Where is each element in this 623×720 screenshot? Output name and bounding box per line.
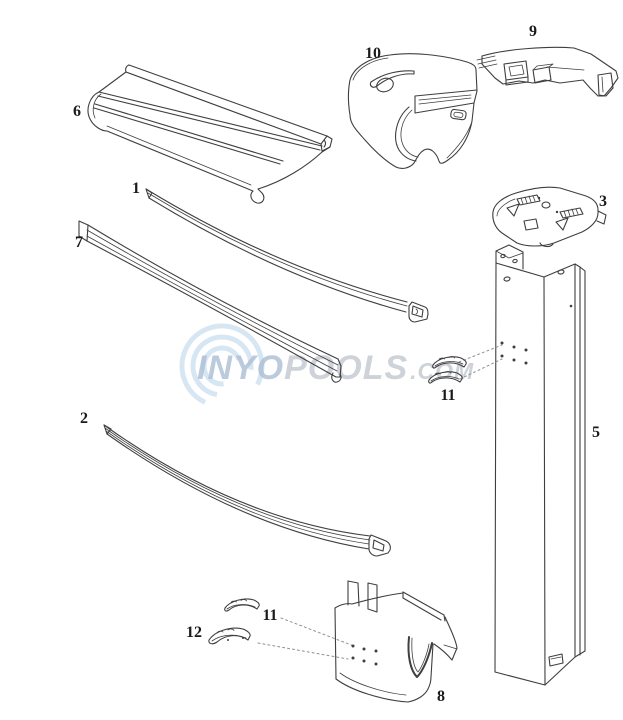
part-label-9: 9 bbox=[529, 23, 537, 40]
part-label-11-lower: 11 bbox=[262, 607, 278, 624]
watermark-swirl-logo-icon bbox=[179, 323, 265, 409]
part-1-top-rail-drawing bbox=[145, 188, 429, 323]
part-11-clips-upper-drawing bbox=[428, 344, 503, 384]
part-9-latch-plate-drawing bbox=[476, 46, 619, 97]
part-10-top-cap-drawing bbox=[347, 53, 478, 169]
part-label-1: 1 bbox=[132, 180, 140, 197]
watermark-brand-primary: INYO bbox=[197, 349, 285, 387]
part-label-11-upper: 11 bbox=[440, 387, 456, 404]
part-label-12: 12 bbox=[186, 624, 202, 641]
part-2-bottom-rail-drawing bbox=[103, 424, 391, 557]
part-label-5: 5 bbox=[592, 424, 600, 441]
part-label-8: 8 bbox=[437, 688, 445, 705]
part-label-3: 3 bbox=[599, 193, 607, 210]
part-3-top-plate-drawing bbox=[492, 186, 607, 248]
part-11-12-clips-lower-drawing bbox=[208, 598, 355, 660]
part-label-6: 6 bbox=[73, 103, 81, 120]
part-6-top-ledge-drawing bbox=[87, 64, 333, 204]
part-label-7: 7 bbox=[75, 234, 83, 251]
watermark-brand-secondary: POOLS bbox=[284, 349, 409, 387]
part-label-10: 10 bbox=[365, 45, 381, 62]
part-label-2: 2 bbox=[80, 410, 88, 427]
part-8-bottom-boot-drawing bbox=[334, 580, 458, 703]
watermark-tld: .COM bbox=[410, 358, 475, 384]
part-7-straight-rail-drawing bbox=[78, 220, 342, 383]
part-5-upright-drawing bbox=[494, 244, 586, 686]
